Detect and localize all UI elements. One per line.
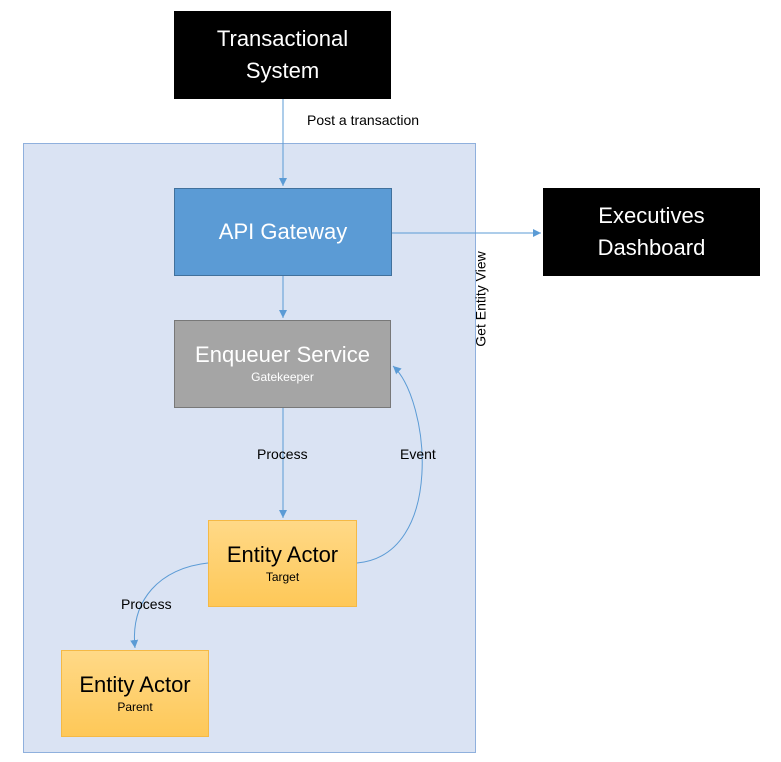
edge-label-process-1: Process xyxy=(257,446,308,462)
edge-label-post-transaction: Post a transaction xyxy=(307,112,420,128)
transactional-system-node: Transactional System xyxy=(174,11,391,99)
transactional-system-line2: System xyxy=(245,58,320,83)
enqueuer-service-node: Enqueuer Service Gatekeeper xyxy=(174,320,391,408)
arrow-process-to-parent xyxy=(130,562,209,649)
entity-actor-parent-subtitle: Parent xyxy=(117,699,153,714)
edge-label-get-entity-view: Get Entity View xyxy=(472,251,489,347)
arrow-event-to-enqueuer xyxy=(356,365,423,564)
entity-actor-parent-title: Entity Actor xyxy=(79,671,191,697)
entity-actor-target-subtitle: Target xyxy=(265,569,300,584)
executives-dashboard-line2: Dashboard xyxy=(597,235,706,260)
enqueuer-service-subtitle: Gatekeeper xyxy=(251,370,314,384)
entity-actor-target-node: Entity Actor Target xyxy=(208,520,357,607)
edge-label-process-2: Process xyxy=(121,596,172,612)
enqueuer-service-title: Enqueuer Service xyxy=(195,342,370,367)
entity-actor-parent-node: Entity Actor Parent xyxy=(61,650,209,737)
api-gateway-node: API Gateway xyxy=(174,188,392,276)
executives-dashboard-line1: Executives xyxy=(598,203,705,228)
edge-label-event: Event xyxy=(400,446,436,462)
api-gateway-title: API Gateway xyxy=(218,219,348,244)
transactional-system-line1: Transactional xyxy=(216,26,349,51)
entity-actor-target-title: Entity Actor xyxy=(226,541,339,567)
executives-dashboard-node: Executives Dashboard xyxy=(543,188,760,276)
